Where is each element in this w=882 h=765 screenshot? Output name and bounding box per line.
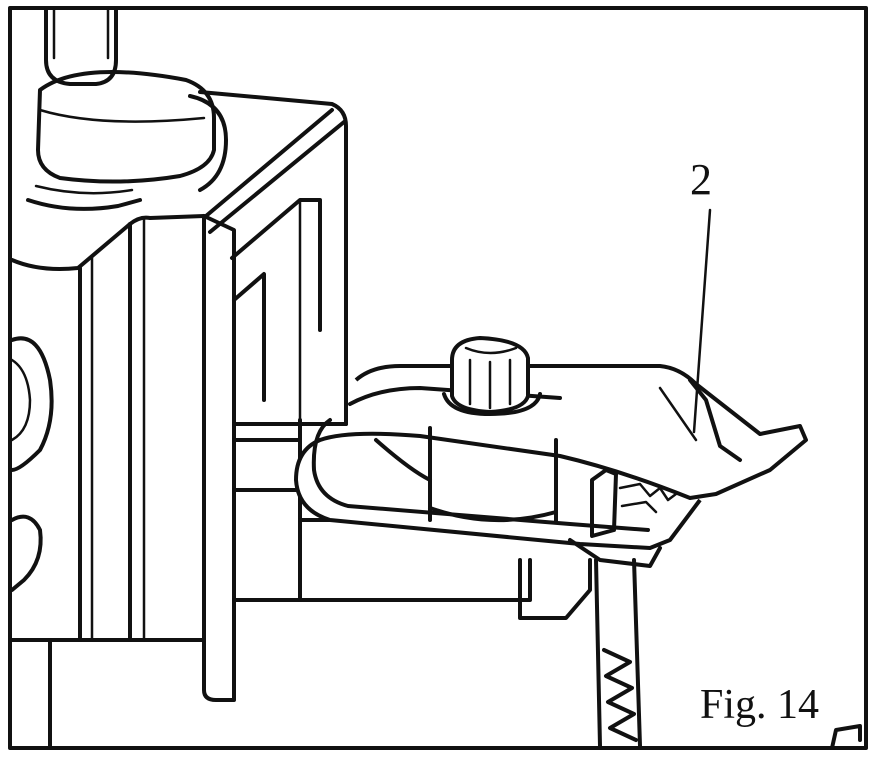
callout-leader-line <box>692 208 712 434</box>
left-wheel <box>10 336 54 592</box>
figure-caption: Fig. 14 <box>700 682 820 728</box>
spring-clip-part-2 <box>294 364 808 568</box>
spring-rod <box>594 558 642 748</box>
corner-mark <box>830 724 862 750</box>
figure-border <box>8 6 868 750</box>
callout-number-label: 2 <box>690 155 712 204</box>
top-bolt <box>26 8 228 211</box>
main-bracket <box>10 90 532 748</box>
clip-bolt <box>442 336 542 416</box>
